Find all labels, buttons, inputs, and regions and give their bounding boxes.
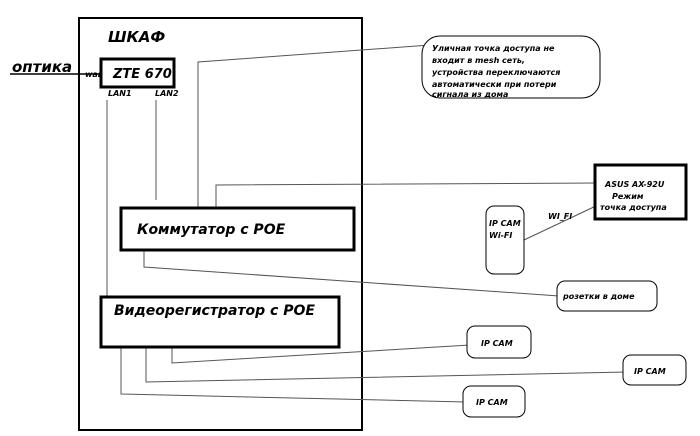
- outdoor-ap-note-line-2: входит в mesh сеть,: [432, 56, 525, 65]
- asus-box: [593, 163, 688, 221]
- switch-label: Коммутатор с POE: [137, 222, 286, 238]
- ip-cam-box-2: [622, 354, 687, 386]
- ip-cam-label-2: IP CAM: [634, 367, 666, 376]
- cabinet-title: ШКАФ: [108, 28, 165, 46]
- wan-label: wan: [85, 70, 104, 79]
- ip-cam-box-1: [466, 325, 532, 359]
- switch-to-asus-line: [215, 182, 599, 208]
- sockets-box: [556, 280, 658, 312]
- router-box: [99, 57, 176, 89]
- switch-to-sockets-line: [143, 249, 560, 297]
- wifi-cam-line-1: IP CAM: [489, 219, 521, 228]
- nvr-to-cam2-line: [145, 346, 628, 383]
- nvr-to-cam3-line: [120, 346, 467, 403]
- ip-cam-label-3: IP CAM: [476, 398, 508, 407]
- optics-label: оптика: [12, 58, 72, 76]
- outdoor-ap-note-line-1: Уличная точка доступа не: [432, 44, 555, 53]
- nvr-box: [99, 295, 341, 349]
- sockets-label: розетки в доме: [562, 292, 635, 301]
- wifi-link-label: WI_FI: [548, 212, 572, 221]
- switch-box: [119, 206, 356, 252]
- cabinet-box: [78, 17, 363, 431]
- asus-line-2: Режим: [612, 192, 644, 201]
- lan1-label: LAN1: [108, 89, 132, 98]
- asus-line-3: точка доступа: [600, 203, 667, 212]
- wifi-cam-box: [485, 205, 525, 275]
- lan2-label: LAN2: [155, 89, 179, 98]
- connection-lines: [106, 44, 628, 403]
- switch-to-outdoor-ap-line: [197, 44, 431, 208]
- nvr-to-cam1-line: [171, 344, 471, 364]
- wifi-cam-line-2: Wi-FI: [489, 231, 512, 240]
- outdoor-ap-note-box: [421, 35, 601, 99]
- nvr-label: Видеорегистратор с POE: [114, 303, 315, 319]
- ip-cam-box-3: [462, 385, 526, 418]
- outdoor-ap-note-line-3: устройства переключаются: [432, 68, 560, 77]
- outdoor-ap-note-line-4: автоматически при потери: [432, 80, 557, 89]
- wifi-link-line: [523, 204, 599, 241]
- router-label: ZTE 670: [112, 67, 172, 82]
- asus-line-1: ASUS AX-92U: [604, 180, 665, 189]
- ip-cam-label-1: IP CAM: [481, 339, 513, 348]
- outdoor-ap-note-line-5: сигнала из дома: [432, 90, 508, 99]
